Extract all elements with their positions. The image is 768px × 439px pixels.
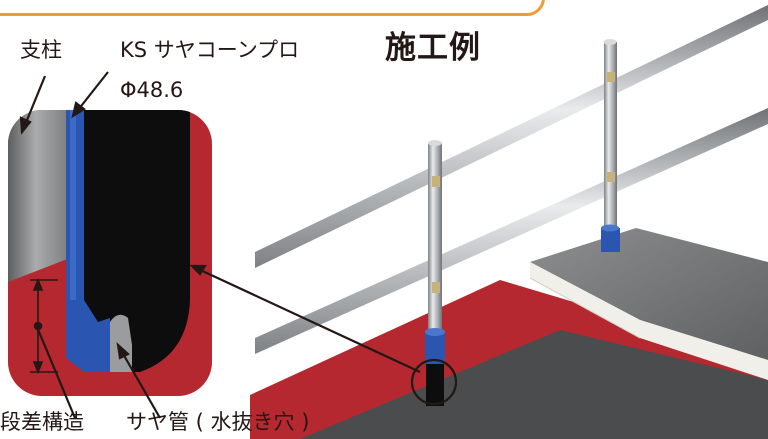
section-blue-cone (66, 110, 110, 372)
section-black-sleeve (84, 110, 190, 372)
slab-edge-white (530, 262, 768, 380)
leader-lines (19, 71, 421, 419)
dark-floor (300, 330, 768, 439)
floor-scene (250, 228, 768, 439)
diameter-label: Φ48.6 (120, 78, 184, 102)
step-dimension-marker (30, 277, 58, 375)
section-post (8, 110, 70, 282)
sleeve-pipe-label: サヤ管 ( 水抜き穴 ) (126, 410, 310, 434)
top-rail (255, 5, 768, 268)
cross-section-detail (8, 110, 212, 396)
installation-example-title: 施工例 (385, 30, 481, 66)
slab-top (530, 228, 768, 360)
step-structure-label: 段差構造 (0, 410, 84, 434)
zoom-indicator-circle (410, 358, 458, 406)
post-back (601, 39, 620, 252)
post-front (425, 140, 445, 406)
post-label: 支柱 (20, 38, 62, 62)
handrail-pipes (255, 5, 768, 354)
product-name-label: KS サヤコーンプロ (120, 38, 300, 62)
mid-rail (255, 108, 768, 354)
